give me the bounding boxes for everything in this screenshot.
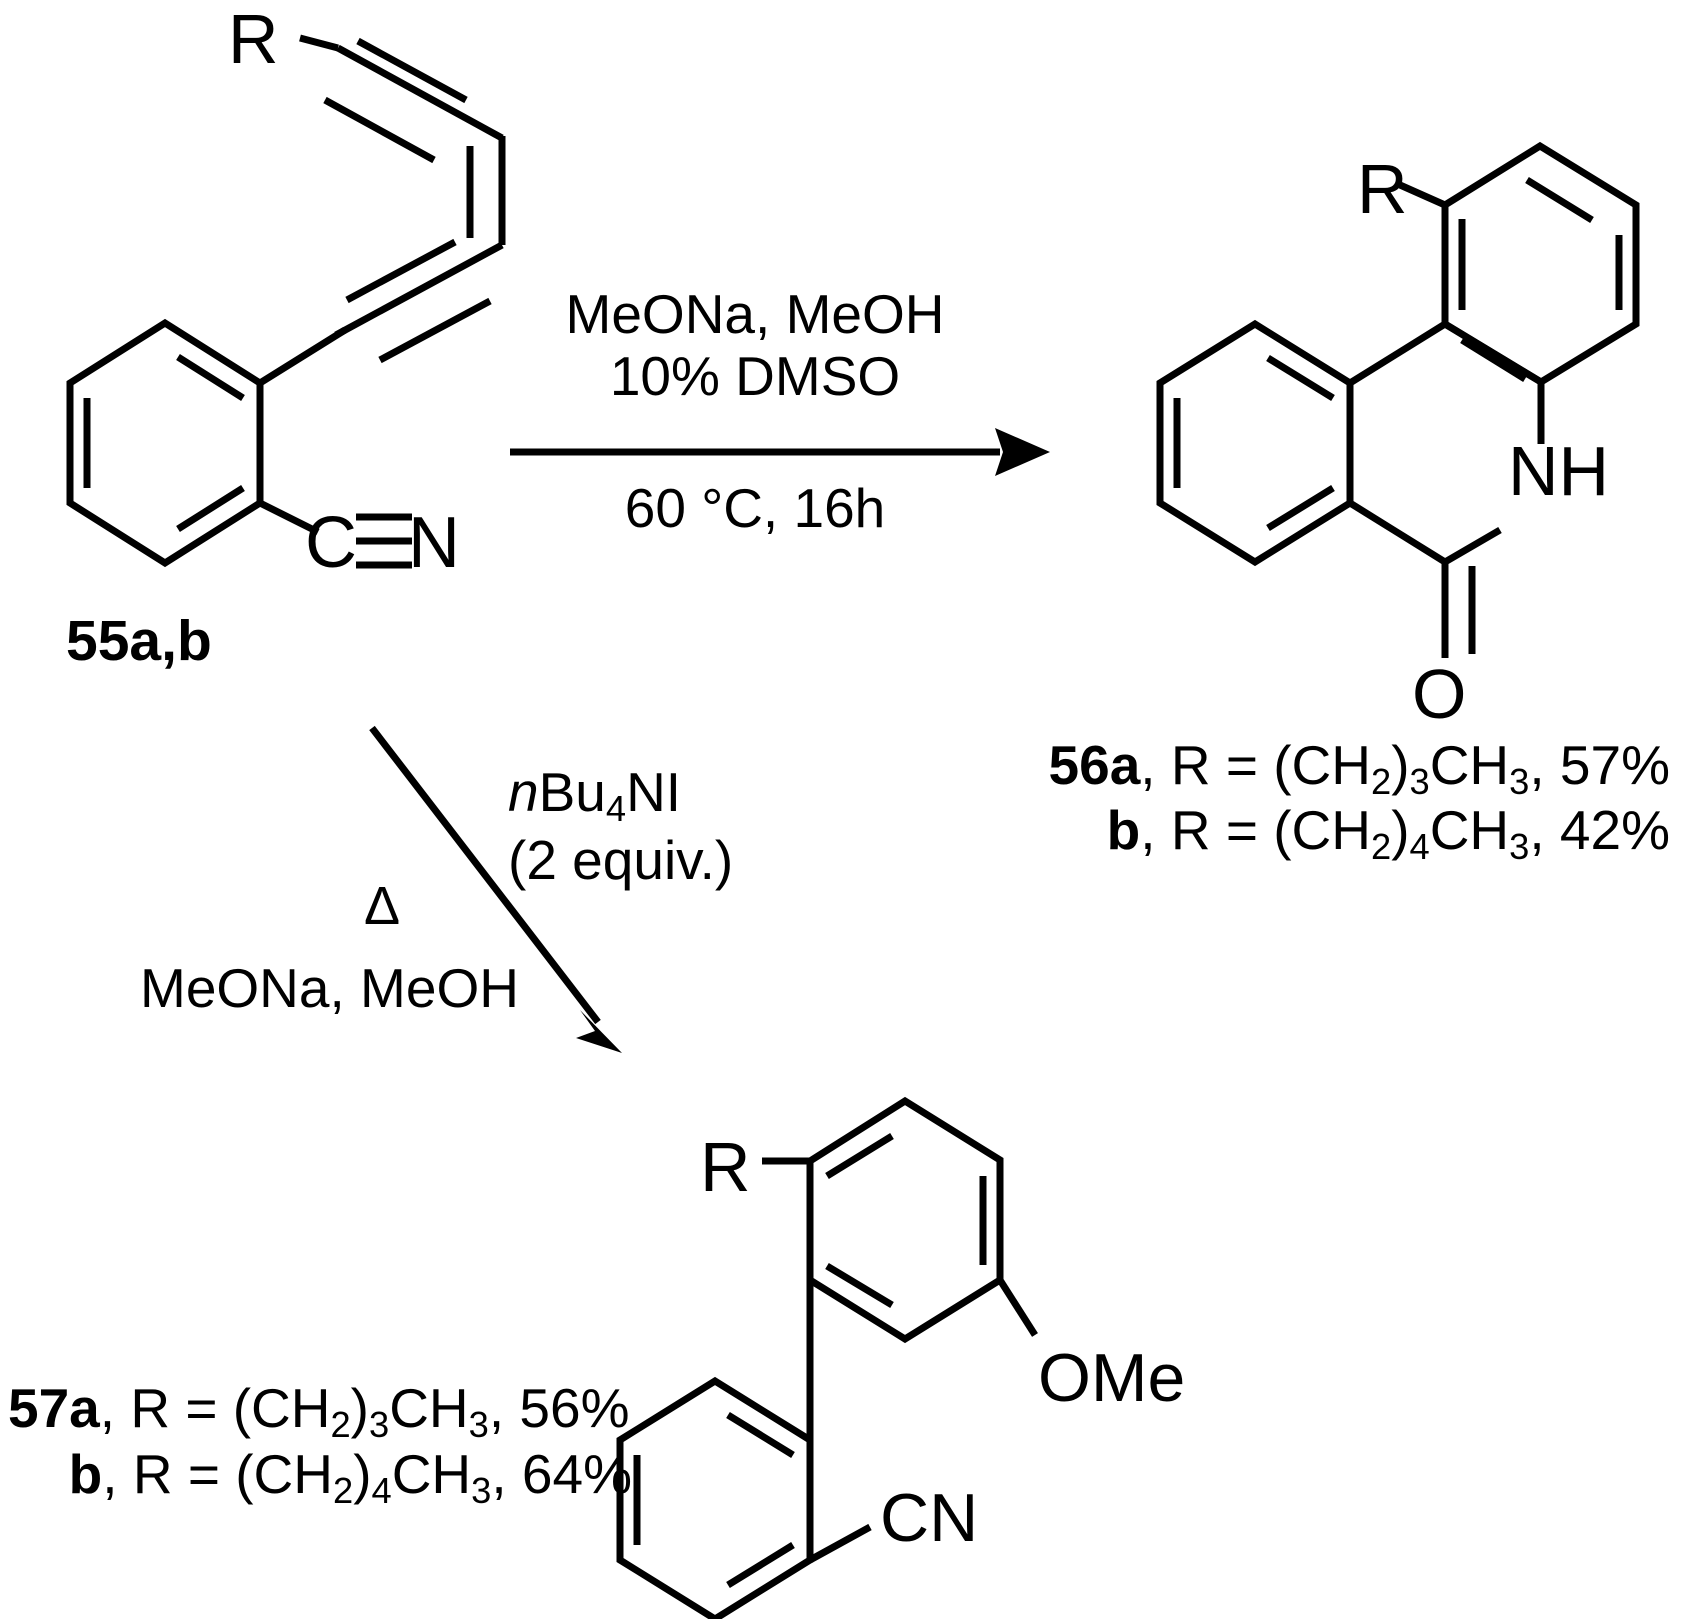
product57-entry-b-mid: ) [353, 1443, 372, 1505]
product56-r-bond [1398, 181, 1447, 209]
product56-entry-b-yield: , 42% [1529, 799, 1670, 861]
product57-entry-a-mid: ) [350, 1377, 369, 1439]
product56-entry-b-mid: ) [1391, 799, 1410, 861]
reaction-arrow-bottom [369, 725, 622, 1053]
product56-entry-a-tail: CH [1429, 734, 1510, 796]
product56-right-ring [1441, 141, 1640, 387]
reactant-id-label: 55a,b [66, 609, 212, 673]
product56-entry-b-sub2: 4 [1409, 826, 1430, 868]
product57-entry-a-tag: 57a [8, 1377, 100, 1439]
product57-entry-a-sub3: 3 [468, 1404, 489, 1446]
product56-entry-b: b, R = (CH2)4CH3, 42% [930, 799, 1670, 865]
product56-lactam-ring [1348, 321, 1545, 658]
product57-entry-a-prefix: , R = (CH [99, 1377, 331, 1439]
top-condition-line-2: 10% DMSO [609, 344, 901, 407]
heat-delta-symbol: Δ [364, 876, 401, 936]
bottom-reagent-prefix: n [508, 761, 539, 823]
product56-entry-a-mid: ) [1391, 734, 1410, 796]
product57-entry-b-sub3: 3 [471, 1470, 492, 1512]
product57-entry-b-tail: CH [391, 1443, 472, 1505]
product56-entry-b-tail: CH [1429, 799, 1510, 861]
product57-entry-a-yield: , 56% [488, 1377, 630, 1439]
product57-entry-a: 57a, R = (CH2)3CH3, 56% [8, 1377, 630, 1443]
product57-entry-b-tag: b [68, 1443, 103, 1505]
structure-55 [66, 34, 506, 569]
bottom-solvent-line: MeONa, MeOH [140, 957, 519, 1019]
reactant-r-label: R [228, 0, 279, 78]
reactant-nitrile-carbon-label: C [305, 503, 357, 583]
product56-entry-a-sub2: 3 [1409, 761, 1430, 803]
product56-entry-b-sub3: 3 [1509, 826, 1530, 868]
reactant-nitrile-bond [258, 499, 320, 536]
product57-ome-label: OMe [1038, 1340, 1186, 1416]
product56-entry-a-prefix: , R = (CH [1140, 734, 1371, 796]
reactant-nitrile-nitrogen-label: N [408, 503, 460, 583]
reactant-alkene [466, 136, 506, 245]
bottom-reagent-tail: NI [626, 761, 682, 823]
product56-entry-a: 56a, R = (CH2)3CH3, 57% [930, 734, 1670, 800]
bottom-reagent: nBu4NI [508, 761, 788, 827]
bottom-reagent-body: Bu [538, 761, 606, 823]
reaction-arrow-top [510, 428, 1050, 476]
reactant-nitrile-triple-bond [356, 513, 412, 569]
top-condition-temp-time: 60 °C, 16h [624, 477, 886, 539]
product57-entry-a-sub2: 3 [369, 1404, 390, 1446]
product57-entry-b: b, R = (CH2)4CH3, 64% [8, 1443, 632, 1509]
product56-nh-label: NH [1508, 432, 1610, 510]
product56-entry-b-sub1: 2 [1371, 826, 1392, 868]
product56-entry-b-prefix: , R = (CH [1140, 799, 1371, 861]
product57-entry-a-sub1: 2 [330, 1404, 351, 1446]
product56-entry-a-yield: , 57% [1529, 734, 1670, 796]
product57-ome-bond [997, 1278, 1038, 1337]
reactant-alkyne-lower [334, 238, 504, 364]
bottom-equiv-line: (2 equiv.) [508, 829, 734, 891]
product57-entry-b-sub1: 2 [333, 1470, 354, 1512]
top-conditions-below: 60 °C, 16h [530, 477, 980, 540]
product57-entry-a-tail: CH [389, 1377, 469, 1439]
reactant-alkyne-upper [323, 37, 504, 164]
product57-entry-b-sub2: 4 [371, 1470, 392, 1512]
reactant-benzene-ring [66, 318, 264, 568]
product56-entry-a-sub1: 2 [1371, 761, 1392, 803]
product56-entry-a-sub3: 3 [1509, 761, 1530, 803]
product56-carbonyl-o-label: O [1412, 655, 1467, 733]
structure-56 [1156, 141, 1640, 658]
product56-entry-b-tag: b [1106, 799, 1141, 861]
product57-entry-b-yield: , 64% [491, 1443, 632, 1505]
product57-top-ring [806, 1096, 1004, 1344]
bottom-reagent-sub: 4 [605, 788, 627, 830]
structure-57 [616, 1096, 1038, 1619]
top-conditions: MeONa, MeOH 10% DMSO [530, 283, 980, 407]
product57-cn-label: CN [880, 1480, 979, 1556]
product57-bottom-ring [616, 1376, 814, 1619]
product56-r-label: R [1357, 150, 1408, 228]
top-condition-line-1: MeONa, MeOH [565, 283, 945, 345]
product57-cn-bond [808, 1523, 872, 1564]
product56-entry-a-tag: 56a [1048, 734, 1141, 796]
reactant-r-bond [299, 34, 339, 52]
product57-entry-b-prefix: , R = (CH [102, 1443, 333, 1505]
product57-r-label: R [700, 1128, 751, 1206]
product56-left-ring [1156, 319, 1354, 567]
reactant-aryl-alkyne-bond [258, 327, 347, 386]
